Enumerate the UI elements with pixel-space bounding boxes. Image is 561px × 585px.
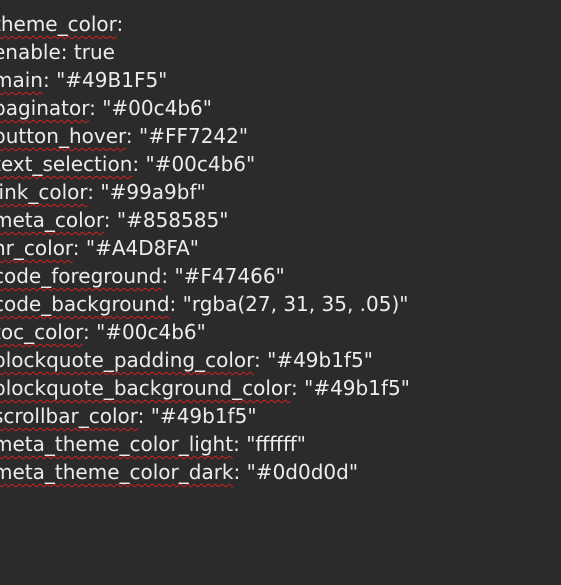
line-separator: : xyxy=(233,432,247,456)
line-key: theme_color xyxy=(0,12,117,36)
line-value: "#49B1F5" xyxy=(56,68,168,92)
line-key: hr_color xyxy=(0,236,73,260)
line-separator: : xyxy=(82,320,97,344)
line-separator: : xyxy=(233,460,247,484)
line-separator: : xyxy=(169,292,183,316)
line-value: "#FF7242" xyxy=(139,124,249,148)
code-line-scrollbar-color[interactable]: scrollbar_color: "#49b1f5" xyxy=(0,402,410,430)
line-key: blockquote_background_color xyxy=(0,376,292,400)
code-line-main[interactable]: main: "#49B1F5" xyxy=(0,66,410,94)
code-line-code-foreground[interactable]: code_foreground: "#F47466" xyxy=(0,262,410,290)
line-separator: : xyxy=(72,236,86,260)
line-separator: : xyxy=(87,180,101,204)
line-key: meta_theme_color_dark xyxy=(0,460,234,484)
line-key: enable xyxy=(0,40,61,64)
line-separator: : xyxy=(161,264,175,288)
line-key: toc_color xyxy=(0,320,83,344)
line-separator: : xyxy=(137,404,151,428)
line-value: "ffffff" xyxy=(246,432,306,456)
line-key: code_background xyxy=(0,292,170,316)
line-separator: : xyxy=(103,208,117,232)
line-value: "#00c4b6" xyxy=(145,152,256,176)
line-separator: : xyxy=(60,40,74,64)
code-line-enable[interactable]: enable: true xyxy=(0,38,410,66)
line-key: paginator xyxy=(0,96,90,120)
code-line-meta-color[interactable]: meta_color: "#858585" xyxy=(0,206,410,234)
line-value: "#99a9bf" xyxy=(100,180,206,204)
line-separator: : xyxy=(89,96,103,120)
line-value: "rgba(27, 31, 35, .05)" xyxy=(182,292,409,316)
line-key: text_selection xyxy=(0,152,133,176)
code-line-meta-theme-color-light[interactable]: meta_theme_color_light: "ffffff" xyxy=(0,430,410,458)
line-key: scrollbar_color xyxy=(0,404,138,428)
line-value: "#49b1f5" xyxy=(267,348,373,372)
code-lines: theme_color: enable: true main: "#49B1F5… xyxy=(0,10,410,486)
code-line-meta-theme-color-dark[interactable]: meta_theme_color_dark: "#0d0d0d" xyxy=(0,458,410,486)
line-value: "#00c4b6" xyxy=(102,96,212,120)
line-value: "#49b1f5" xyxy=(304,376,410,400)
line-value: "#F47466" xyxy=(174,264,285,288)
code-line-toc-color[interactable]: toc_color: "#00c4b6" xyxy=(0,318,410,346)
line-key: blockquote_padding_color xyxy=(0,348,254,372)
line-key: link_color xyxy=(0,180,88,204)
code-line-button-hover[interactable]: button_hover: "#FF7242" xyxy=(0,122,410,150)
code-line-blockquote-background-color[interactable]: blockquote_background_color: "#49b1f5" xyxy=(0,374,410,402)
code-line-hr-color[interactable]: hr_color: "#A4D8FA" xyxy=(0,234,410,262)
line-separator: : xyxy=(42,68,57,92)
line-separator: : xyxy=(254,348,268,372)
code-line-paginator[interactable]: paginator: "#00c4b6" xyxy=(0,94,410,122)
code-line-code-background[interactable]: code_background: "rgba(27, 31, 35, .05)" xyxy=(0,290,410,318)
line-value: "#858585" xyxy=(116,208,229,232)
line-separator: : xyxy=(132,152,146,176)
code-line-blockquote-padding-color[interactable]: blockquote_padding_color: "#49b1f5" xyxy=(0,346,410,374)
line-value: "#A4D8FA" xyxy=(85,236,199,260)
line-value: true xyxy=(73,40,115,64)
line-key: main xyxy=(0,68,43,92)
line-key: button_hover xyxy=(0,124,126,148)
code-line-theme-color[interactable]: theme_color: xyxy=(0,10,410,38)
code-line-text-selection[interactable]: text_selection: "#00c4b6" xyxy=(0,150,410,178)
line-key: code_foreground xyxy=(0,264,162,288)
line-value: "#00c4b6" xyxy=(96,320,206,344)
code-line-link-color[interactable]: link_color: "#99a9bf" xyxy=(0,178,410,206)
line-key: meta_color xyxy=(0,208,104,232)
line-value: "#0d0d0d" xyxy=(246,460,359,484)
line-separator: : xyxy=(116,12,124,36)
line-separator: : xyxy=(291,376,305,400)
line-key: meta_theme_color_light xyxy=(0,432,234,456)
line-separator: : xyxy=(125,124,139,148)
line-value: "#49b1f5" xyxy=(150,404,257,428)
